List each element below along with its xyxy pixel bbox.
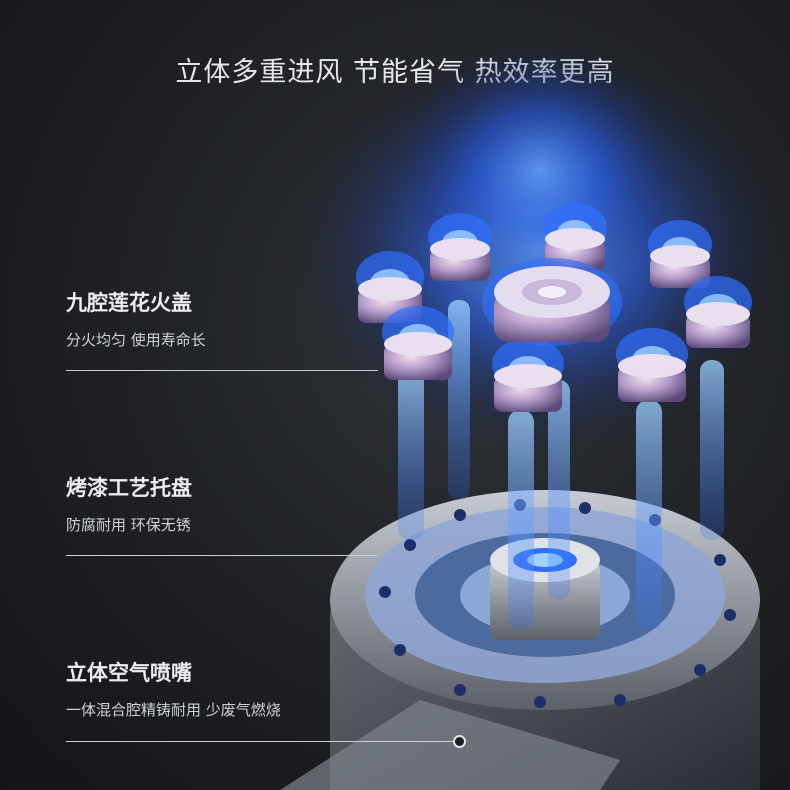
feature-desc: 一体混合腔精铸耐用 少废气燃烧 <box>66 701 281 719</box>
divider-line <box>66 555 378 556</box>
divider-line <box>66 370 378 371</box>
feature-painted-tray: 烤漆工艺托盘 防腐耐用 环保无锈 <box>66 472 192 535</box>
divider-line <box>66 741 458 742</box>
feature-title: 立体空气喷嘴 <box>66 661 192 685</box>
feature-lotus-cap: 九腔莲花火盖 分火均匀 使用寿命长 <box>66 287 206 350</box>
feature-desc: 防腐耐用 环保无锈 <box>66 516 191 534</box>
feature-title: 九腔莲花火盖 <box>66 291 192 315</box>
feature-desc: 分火均匀 使用寿命长 <box>66 331 206 349</box>
feature-title: 烤漆工艺托盘 <box>66 476 192 500</box>
burner-caps <box>356 203 752 412</box>
feature-air-nozzle: 立体空气喷嘴 一体混合腔精铸耐用 少废气燃烧 <box>66 657 281 720</box>
callout-dot-icon <box>453 735 466 748</box>
